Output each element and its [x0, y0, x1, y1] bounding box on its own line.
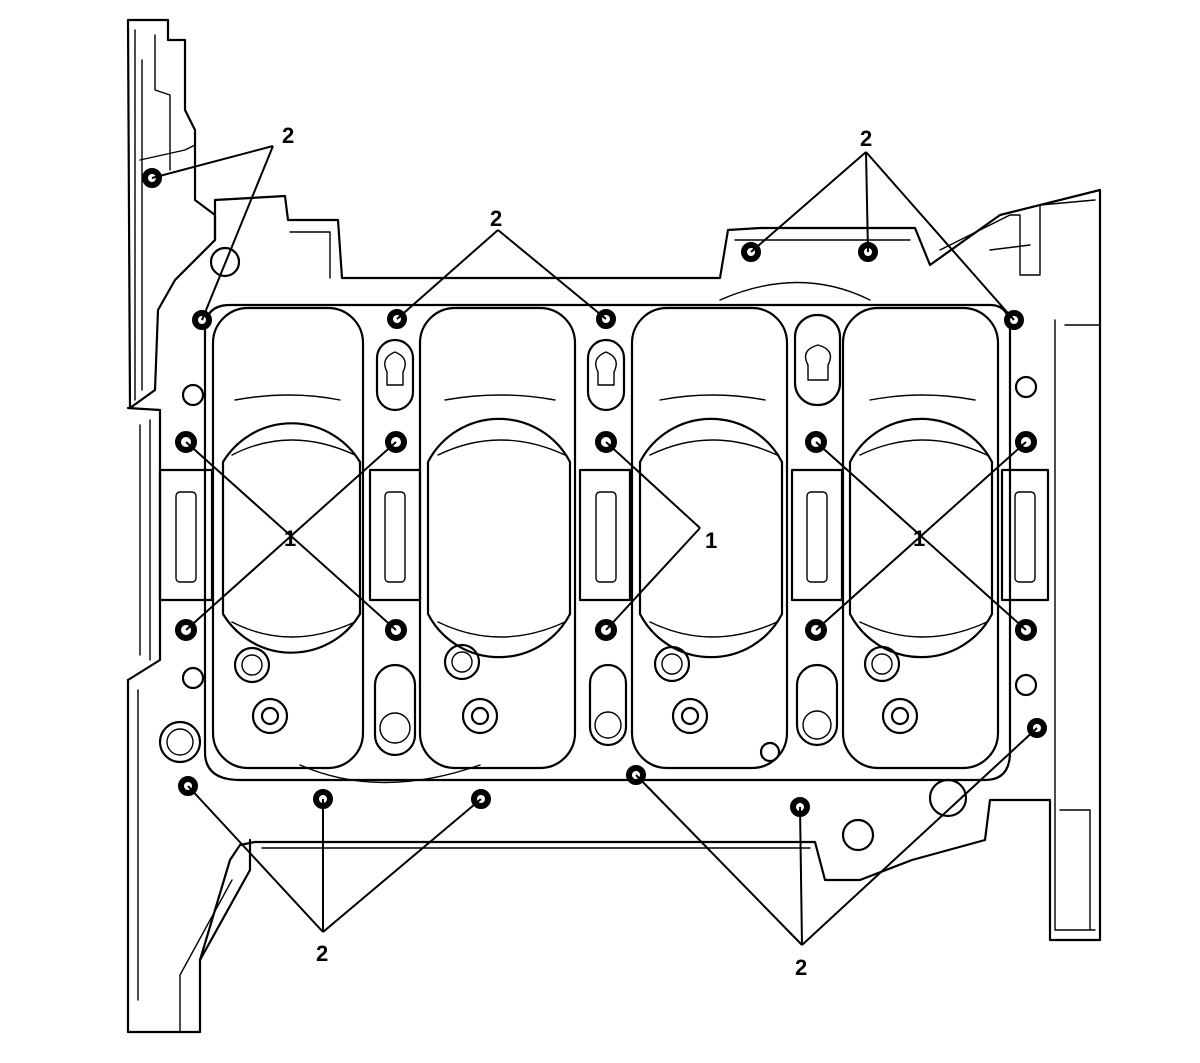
bearing-bridges	[158, 468, 1050, 602]
bolt-holes-2	[142, 168, 1047, 817]
cylinder-3	[630, 306, 789, 770]
cylinder-2	[418, 306, 577, 770]
callout-1-left: 1	[284, 526, 296, 551]
leader-lines	[151, 145, 1038, 946]
callout-2-top-mid: 2	[490, 206, 502, 231]
cylinder-1	[211, 306, 365, 770]
callout-1-mid: 1	[705, 528, 717, 553]
callout-2-bottom-right: 2	[795, 955, 807, 980]
plain-holes	[181, 375, 1038, 697]
callout-2-top-left: 2	[282, 123, 294, 148]
callout-2-bottom-left: 2	[316, 941, 328, 966]
callout-1-right: 1	[913, 526, 925, 551]
callout-2-top-right: 2	[860, 126, 872, 151]
dowel-holes	[158, 246, 968, 852]
coolant-passages	[373, 313, 842, 757]
callout-labels: 2 2 2 1 1 1 2 2	[282, 123, 925, 980]
block-deck-outline	[198, 188, 1102, 962]
